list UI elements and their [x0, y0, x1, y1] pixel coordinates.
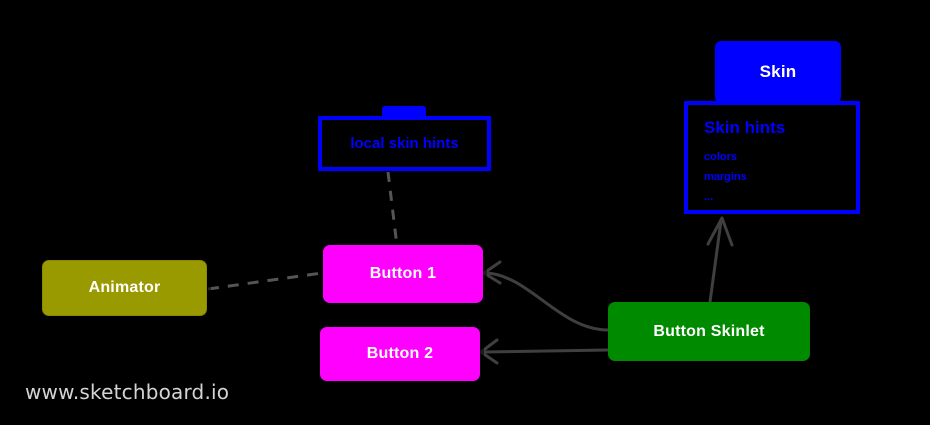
node-skin[interactable]: Skin — [715, 41, 841, 103]
node-button-2[interactable]: Button 2 — [320, 327, 480, 381]
note-skin-hints[interactable]: Skin hints colors margins ... — [684, 101, 860, 214]
edge-skinlet-to-skinhints — [708, 219, 723, 304]
node-button-1-label: Button 1 — [369, 265, 437, 282]
note-skin-hints-attr-ellipsis: ... — [704, 191, 714, 204]
note-skin-hints-attr-colors: colors — [704, 150, 738, 163]
node-button-1[interactable]: Button 1 — [323, 245, 483, 303]
node-button-2-label: Button 2 — [366, 345, 434, 362]
note-skin-hints-title: Skin hints — [704, 118, 786, 137]
note-local-skin-hints[interactable]: local skin hints — [318, 116, 491, 171]
edge-skinlet-to-button1 — [485, 271, 610, 332]
node-button-skinlet-label: Button Skinlet — [653, 322, 765, 340]
edge-animator-to-button1 — [207, 271, 323, 291]
node-skin-label: Skin — [759, 62, 797, 81]
node-button-skinlet[interactable]: Button Skinlet — [608, 302, 810, 361]
arrowhead-skinhints — [706, 216, 734, 247]
note-skin-hints-attr-margins: margins — [704, 171, 747, 184]
edge-localhints-to-button1 — [386, 171, 399, 247]
node-animator[interactable]: Animator — [42, 260, 207, 316]
arrowhead-button1 — [482, 260, 502, 285]
note-local-skin-hints-label: local skin hints — [350, 135, 459, 152]
edge-skinlet-to-button2 — [482, 348, 610, 354]
note-tab-icon — [382, 106, 426, 118]
watermark-sketchboard: www.sketchboard.io — [25, 380, 230, 404]
node-animator-label: Animator — [88, 279, 161, 296]
arrowhead-button2 — [479, 338, 499, 365]
